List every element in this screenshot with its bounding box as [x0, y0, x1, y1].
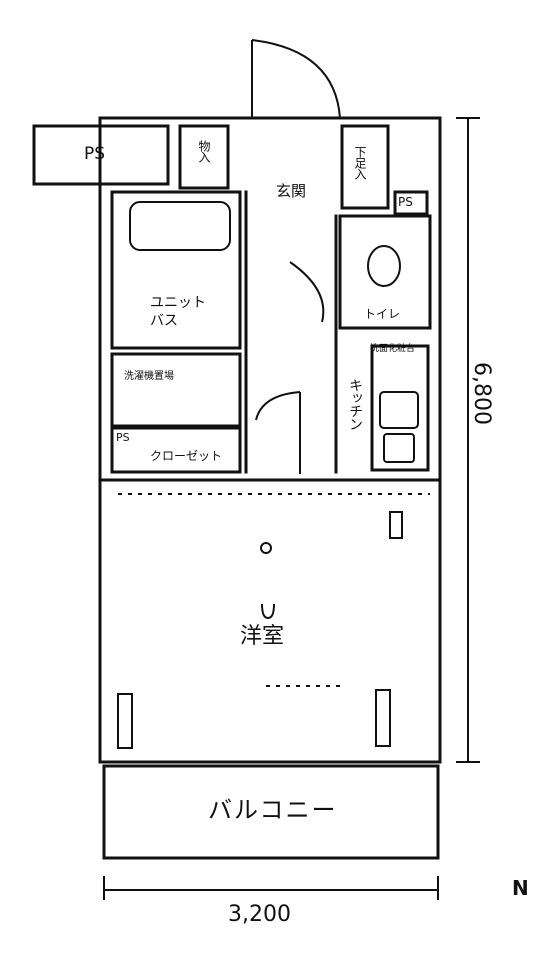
outlet-symbol [261, 603, 275, 620]
ac-unit [389, 511, 403, 539]
bathtub [129, 201, 231, 251]
entrance-label: 玄関 [276, 182, 307, 200]
room-door-swing [255, 391, 301, 421]
outer-wall [98, 116, 442, 764]
sink [379, 391, 419, 429]
closet-label: クローゼット [150, 449, 223, 463]
entry-door-swing [251, 39, 341, 119]
balcony-label: バルコニー [208, 796, 338, 824]
toilet-room [338, 214, 432, 330]
storage-label: 物入 [197, 140, 211, 162]
toilet-bowl [367, 245, 401, 287]
ps-closet-label: PS [116, 431, 130, 444]
laundry-area-label: 洗面化粧台 [370, 344, 416, 354]
washer-area [110, 352, 242, 428]
storage-box [178, 124, 230, 190]
toilet-label: トイレ [364, 307, 401, 321]
shoe-box-label: 下足入 [353, 146, 367, 179]
ps-top-left-label: PS [84, 144, 106, 164]
unit-bath-room [110, 190, 242, 350]
bath-door-swing [289, 261, 325, 323]
washer-area-label: 洗濯機置場 [124, 371, 174, 382]
depth-dimension: 6,800 [469, 362, 494, 425]
ps-box-right [393, 190, 429, 216]
stove [383, 433, 415, 463]
ps-box-top [32, 124, 170, 186]
width-dimension: 3,200 [228, 902, 291, 927]
unit-bath-label: ユニットバス [150, 295, 206, 329]
window-right [375, 689, 391, 747]
window-left [117, 693, 133, 749]
north-mark: N [512, 876, 529, 900]
shoe-box [340, 124, 390, 210]
kitchen-counter [370, 344, 430, 472]
ps-right-label: PS [398, 195, 413, 209]
closet-box [110, 426, 242, 474]
kitchen-label: キッチン [347, 378, 363, 430]
ceiling-light [260, 542, 272, 554]
western-room-label: 洋室 [240, 624, 285, 649]
balcony-outline [102, 764, 440, 860]
